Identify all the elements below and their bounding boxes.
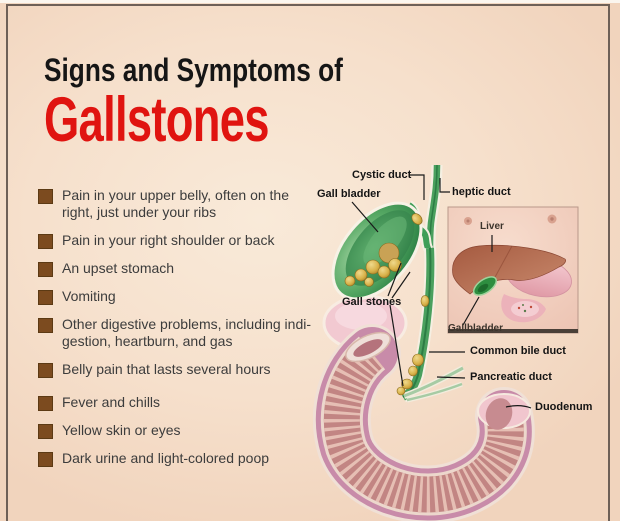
list-item: Vomiting bbox=[38, 288, 330, 305]
list-item: Belly pain that lasts several hours bbox=[38, 361, 330, 378]
duodenum-label: Duodenum bbox=[535, 401, 593, 413]
heptic-duct-leader-line bbox=[439, 178, 450, 193]
square-bullet-icon bbox=[38, 290, 53, 305]
inset-bottom-border bbox=[448, 329, 578, 333]
symptom-text: An upset stomach bbox=[62, 260, 175, 276]
gall-bladder-label: Gall bladder bbox=[317, 188, 381, 200]
top-edge-strip bbox=[0, 0, 620, 3]
square-bullet-icon bbox=[38, 424, 53, 439]
pancreatic-duct-leader-line bbox=[436, 376, 466, 379]
square-bullet-icon bbox=[38, 396, 53, 411]
heptic-duct-label: heptic duct bbox=[452, 186, 511, 198]
symptom-text: Vomiting bbox=[62, 288, 116, 304]
torso-inset bbox=[447, 206, 579, 334]
anatomy-illustration bbox=[313, 164, 579, 521]
list-item: Pain in your right shoulder or back bbox=[38, 232, 330, 249]
duodenum-illustration bbox=[313, 324, 535, 521]
square-bullet-icon bbox=[38, 363, 53, 378]
gall-stones-leader-line bbox=[391, 271, 411, 299]
list-item: Fever and chills bbox=[38, 394, 330, 411]
title-line-1: Signs and Symptoms of bbox=[44, 52, 343, 88]
title-line-2: Gallstones bbox=[44, 85, 269, 155]
symptom-text: Pain in your right shoulder or back bbox=[62, 232, 275, 248]
list-item: Pain in your upper belly, often on the r… bbox=[38, 187, 330, 221]
symptom-list: Pain in your upper belly, often on the r… bbox=[38, 187, 330, 478]
gall-stones-label: Gall stones bbox=[342, 296, 402, 308]
gallbladder-inset-leader-line bbox=[462, 296, 480, 326]
cystic-duct-label: Cystic duct bbox=[352, 169, 412, 181]
gallstones-in-gallbladder bbox=[344, 242, 402, 287]
inset-duodenum-pancreas bbox=[501, 294, 546, 323]
list-item: Other digestive problems, including indi… bbox=[38, 316, 330, 350]
symptom-text: Belly pain that lasts several hours bbox=[62, 361, 271, 377]
hepatic-duct-illustration bbox=[424, 164, 443, 251]
gall-stones-leader-line bbox=[387, 262, 402, 297]
list-item: An upset stomach bbox=[38, 260, 330, 277]
symptom-text: Other digestive problems, including indi… bbox=[62, 316, 312, 349]
symptom-text: Yellow skin or eyes bbox=[62, 422, 181, 438]
square-bullet-icon bbox=[38, 318, 53, 333]
gall-stones-leader-line bbox=[389, 304, 404, 387]
gallbladder-inset-label: Gallbladder bbox=[448, 323, 504, 334]
symptom-text: Dark urine and light-colored poop bbox=[62, 450, 270, 466]
duodenum-leader-line bbox=[505, 405, 532, 409]
square-bullet-icon bbox=[38, 189, 53, 204]
square-bullet-icon bbox=[38, 452, 53, 467]
pancreatic-duct-label: Pancreatic duct bbox=[470, 371, 552, 383]
gall-bladder-leader-line bbox=[351, 201, 379, 233]
cystic-duct-leader-line bbox=[410, 174, 425, 200]
inset-gallbladder bbox=[472, 276, 498, 296]
gallstones-in-duct bbox=[396, 295, 430, 396]
symptom-text: Pain in your upper belly, often on the r… bbox=[62, 187, 290, 220]
liver-label: Liver bbox=[480, 221, 504, 232]
common-bile-duct-label: Common bile duct bbox=[470, 345, 566, 357]
list-item: Yellow skin or eyes bbox=[38, 422, 330, 439]
pancreatic-duct-illustration bbox=[402, 365, 465, 403]
square-bullet-icon bbox=[38, 262, 53, 277]
label-leader-lines bbox=[351, 174, 532, 409]
symptom-text: Fever and chills bbox=[62, 394, 161, 410]
square-bullet-icon bbox=[38, 234, 53, 249]
list-item: Dark urine and light-colored poop bbox=[38, 450, 330, 467]
